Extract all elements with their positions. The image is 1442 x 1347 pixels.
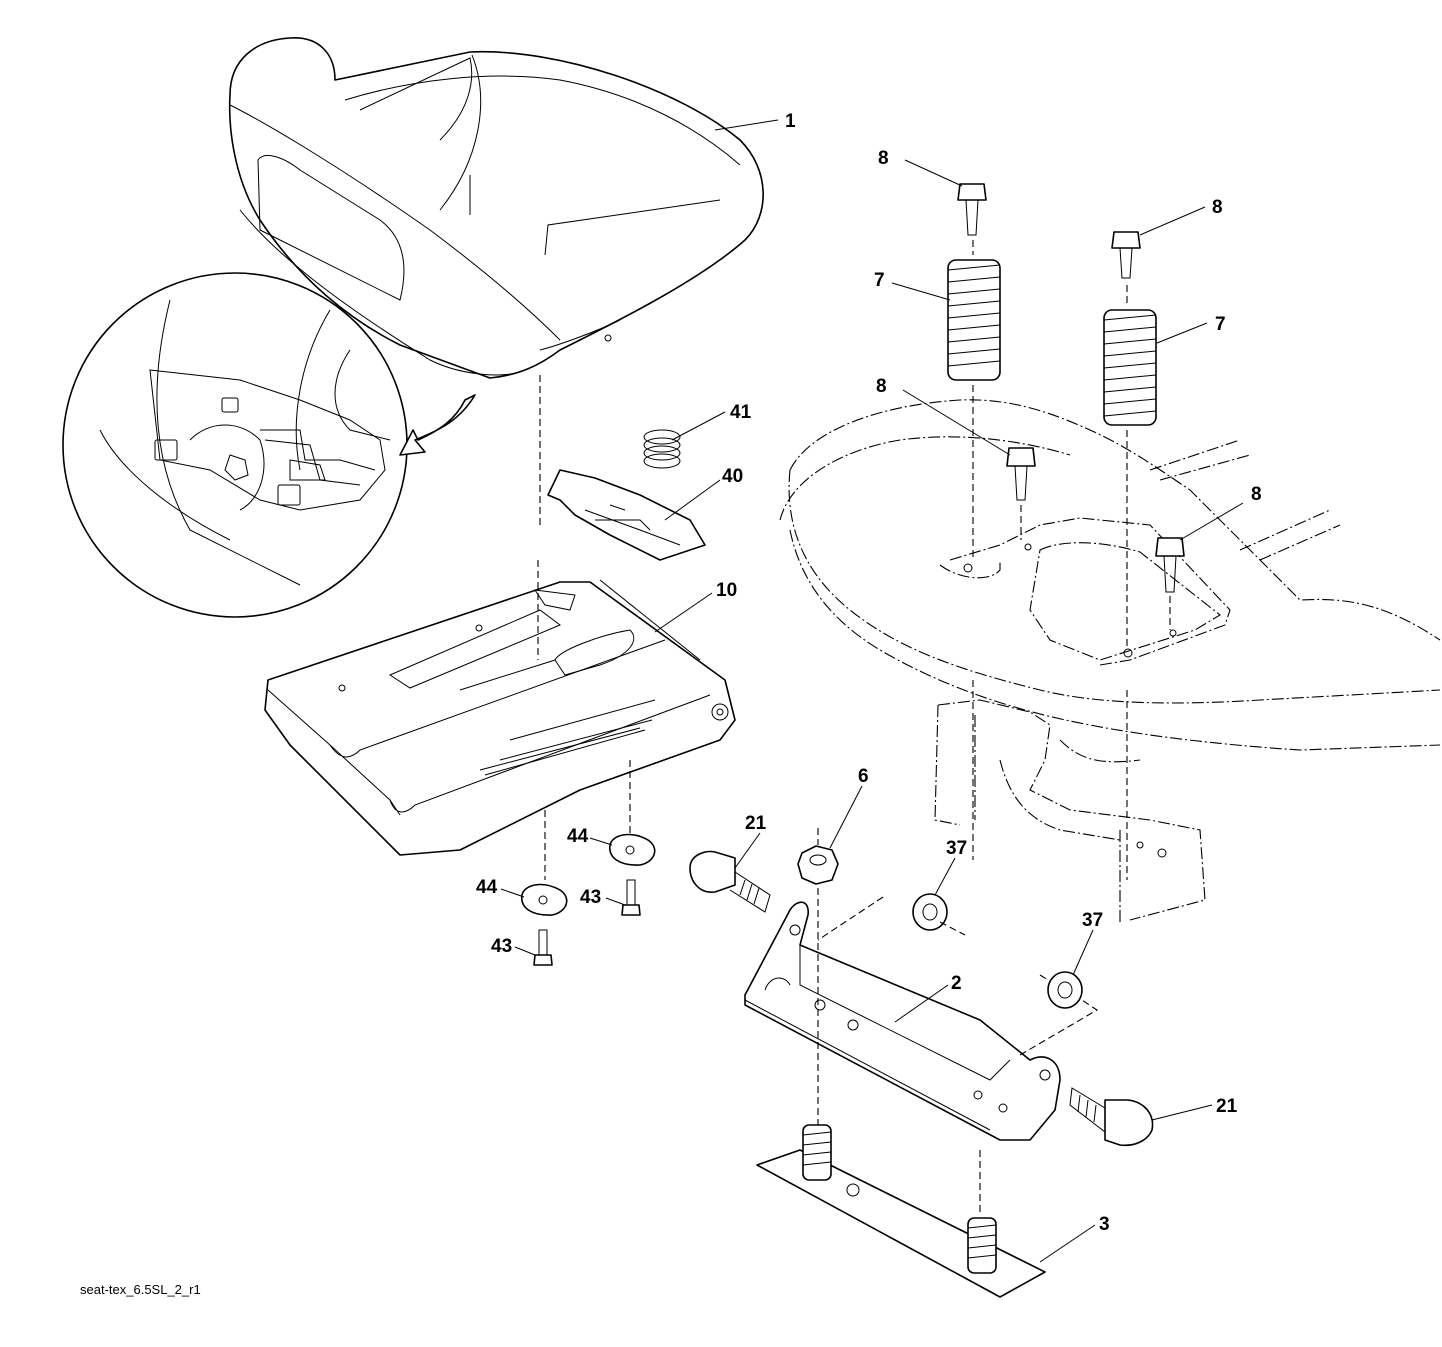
seat-pan: [264, 579, 736, 856]
callout-37: 37: [946, 838, 967, 859]
bolt-21-left: [689, 850, 771, 913]
callout-6: 6: [858, 766, 869, 787]
callout-44: 44: [567, 826, 589, 847]
bolt-21-right: [1069, 1087, 1154, 1147]
bolt-8-top-right: [1111, 231, 1141, 279]
callout-43: 43: [580, 887, 601, 908]
callout-43: 43: [491, 936, 512, 957]
callout-7: 7: [874, 270, 885, 291]
callout-2: 2: [951, 973, 962, 994]
nut-6: [797, 845, 839, 885]
callout-21: 21: [745, 813, 767, 834]
frame-outline: [779, 399, 1441, 925]
screw-43-left: [533, 929, 553, 966]
callout-7: 7: [1215, 314, 1226, 335]
callout-8: 8: [1251, 484, 1262, 505]
screw-43-right: [621, 879, 641, 916]
callout-37: 37: [1082, 910, 1103, 931]
washer-37-lower: [1047, 971, 1083, 1009]
assembly-lines: [537, 240, 1171, 1215]
callouts: 1 8 8 7 7 8 8 41 40 10 6 21 37 37 44 44 …: [476, 111, 1262, 1235]
bolt-8-mid-right: [1155, 537, 1185, 593]
diagram-caption: seat-tex_6.5SL_2_r1: [80, 1282, 201, 1297]
leader-lines: [500, 119, 1244, 1263]
small-spring: [643, 429, 681, 469]
bolt-8-mid-left: [1006, 447, 1036, 501]
callout-1: 1: [785, 111, 796, 132]
callout-8: 8: [1212, 197, 1223, 218]
bolt-8-top-left: [957, 183, 987, 236]
callout-8: 8: [878, 148, 889, 169]
base-plate: [756, 1124, 1046, 1298]
callout-41: 41: [730, 402, 752, 423]
spring-right: [1103, 309, 1157, 426]
detail-inset: [62, 272, 476, 618]
seat: [228, 37, 764, 379]
spring-left: [947, 259, 1001, 381]
callout-40: 40: [722, 466, 743, 487]
callout-3: 3: [1099, 1214, 1110, 1235]
seat-bracket: [744, 901, 1061, 1141]
latch-plate: [547, 469, 706, 561]
washer-37-upper: [912, 893, 948, 931]
washer-44-left: [521, 883, 568, 916]
washer-44-right: [609, 833, 656, 866]
callout-44: 44: [476, 877, 498, 898]
callout-8: 8: [876, 376, 887, 397]
callout-21: 21: [1216, 1096, 1238, 1117]
callout-10: 10: [716, 580, 737, 601]
